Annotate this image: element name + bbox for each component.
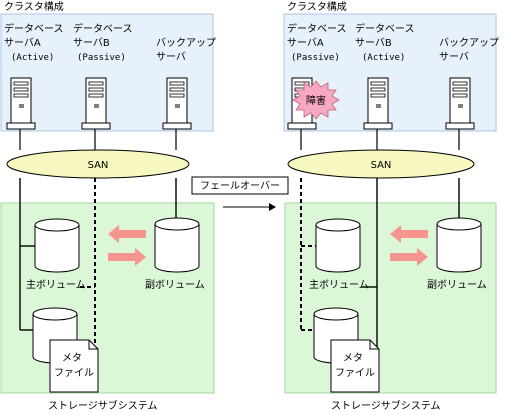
left-server-b-status: (Passive) <box>77 53 126 63</box>
right-san-label: SAN <box>371 160 392 171</box>
right-backup-line2: サーバ <box>439 51 469 63</box>
left-server-b-line2: サーバB <box>73 37 110 49</box>
left-backup-line1: バックアップ <box>156 37 216 49</box>
right-san-ellipse <box>287 149 475 179</box>
left-cluster-label: クラスタ構成 <box>4 0 64 13</box>
left-server-a-icon <box>6 77 36 130</box>
right-server-a-line1: データベース <box>287 22 347 35</box>
right-panel: クラスタ構成 ストレージサブシステム 障害 データベース サーバA (Passi… <box>283 0 499 412</box>
right-storage-label: ストレージサブシステム <box>331 399 441 412</box>
right-server-a-line2: サーバA <box>287 37 324 49</box>
left-san-label: SAN <box>88 160 109 171</box>
left-backup-server-icon <box>162 77 192 130</box>
left-san-ellipse <box>6 149 190 179</box>
left-server-b-icon <box>81 77 111 130</box>
left-server-a-status: (Active) <box>11 53 54 63</box>
right-server-b-line1: データベース <box>355 22 415 35</box>
left-server-a-line2: サーバA <box>4 37 41 49</box>
left-server-b-line1: データベース <box>73 22 133 35</box>
right-primary-volume-label: 主ボリューム <box>309 279 369 291</box>
left-secondary-volume-label: 副ボリューム <box>145 279 205 291</box>
failover-box <box>191 176 289 195</box>
left-meta-file-doc <box>49 339 99 393</box>
failover-indicator: フェールオーバー <box>191 176 289 211</box>
failover-arrow-head <box>269 203 276 211</box>
right-copy-arrow-right <box>390 248 428 266</box>
right-server-b-status: (Active) <box>362 53 405 63</box>
left-server-a-line1: データベース <box>4 22 64 35</box>
right-meta-file-line2: ファイル <box>335 368 375 379</box>
left-primary-volume-label: 主ボリューム <box>26 279 86 291</box>
right-meta-file-doc <box>330 339 380 393</box>
right-server-b-line2: サーバB <box>355 37 392 49</box>
right-backup-line1: バックアップ <box>439 37 499 49</box>
right-server-b-icon <box>363 77 393 130</box>
left-panel: クラスタ構成 ストレージサブシステム データベース サーバA (Active) … <box>0 0 216 412</box>
right-server-a-status: (Passive) <box>291 53 340 63</box>
failure-badge-label: 障害 <box>306 94 326 107</box>
left-storage-label: ストレージサブシステム <box>48 399 158 412</box>
left-secondary-volume <box>154 217 200 273</box>
left-primary-volume <box>34 218 80 273</box>
right-secondary-volume-label: 副ボリューム <box>427 279 487 291</box>
right-backup-server-icon <box>445 77 475 130</box>
right-primary-volume <box>315 218 361 273</box>
left-copy-arrow-left <box>108 225 146 243</box>
right-secondary-volume <box>436 217 482 273</box>
right-copy-arrow-left <box>390 225 428 243</box>
left-meta-file-line2: ファイル <box>54 368 94 379</box>
failover-label: フェールオーバー <box>200 180 280 192</box>
left-copy-arrow-right <box>108 248 146 266</box>
right-cluster-label: クラスタ構成 <box>287 0 347 13</box>
right-meta-file-line1: メタ <box>343 352 363 364</box>
left-backup-line2: サーバ <box>156 51 186 63</box>
left-meta-file-line1: メタ <box>62 352 82 364</box>
failure-burst-icon <box>292 80 340 120</box>
